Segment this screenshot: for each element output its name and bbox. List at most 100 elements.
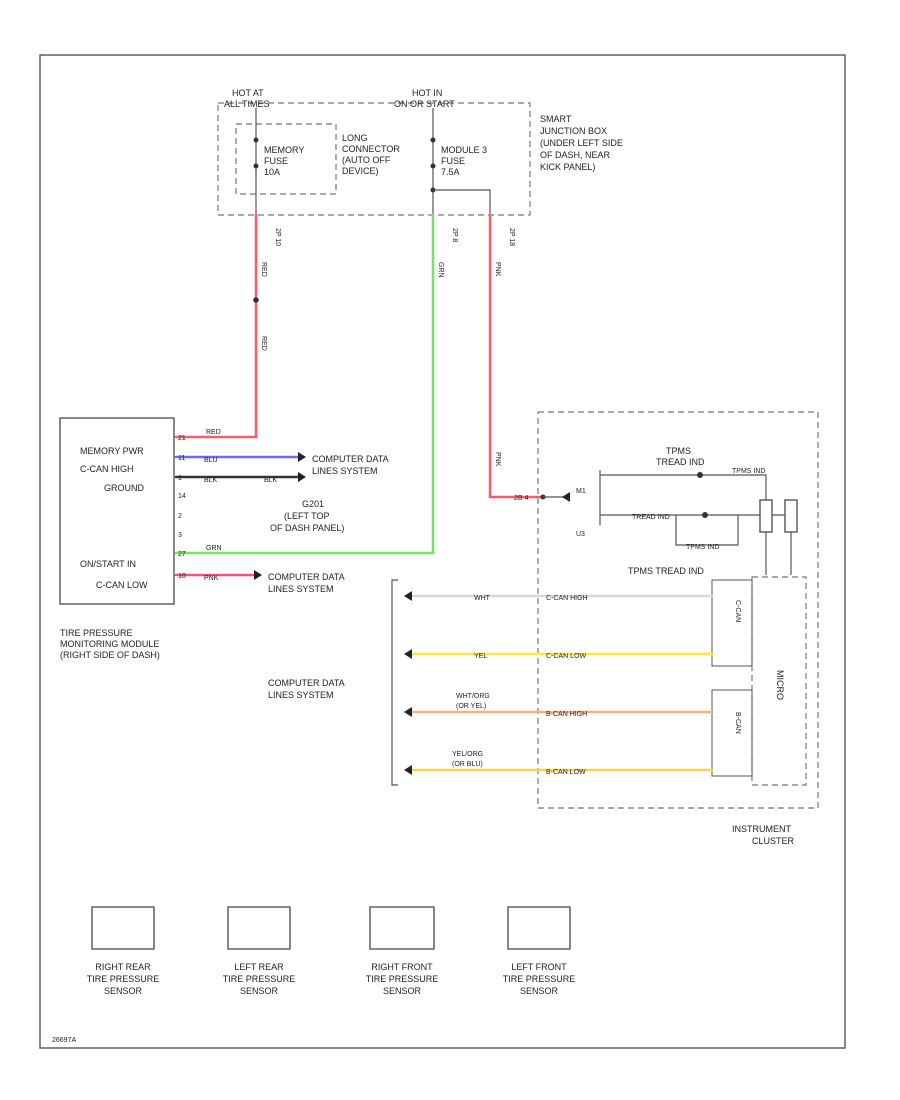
smart-junction-label: (UNDER LEFT SIDE — [540, 138, 623, 148]
wire-label-red: RED — [206, 429, 221, 436]
led-icon — [697, 472, 703, 478]
ground-label: OF DASH PANEL) — [270, 523, 344, 533]
wire-label-pnk: PNK — [494, 452, 501, 467]
tread-loop-line — [675, 515, 739, 546]
module-pin-row: ON/START IN — [80, 559, 136, 569]
tpms-module-title: (RIGHT SIDE OF DASH) — [60, 650, 160, 660]
sensor-label: RIGHT REAR — [95, 962, 151, 972]
memory-fuse-rating: 10A — [264, 167, 280, 177]
wire-label-wht: WHT — [474, 595, 491, 602]
module3-fuse-label: FUSE — [441, 156, 465, 166]
sensor-label: LEFT REAR — [234, 962, 284, 972]
module-pin-number: 11 — [178, 455, 185, 462]
sensor-label: SENSOR — [240, 986, 279, 996]
pin-label: 2P 8 — [451, 228, 458, 242]
micro-block — [751, 576, 807, 786]
cluster-line-label: TPMS IND — [686, 544, 719, 551]
module-pin-row: MEMORY PWR — [80, 446, 144, 456]
tpms-ind-line — [600, 474, 767, 500]
sensor-box — [369, 906, 435, 950]
bracket — [391, 579, 398, 786]
arrow-icon — [404, 591, 412, 601]
red-wire — [174, 213, 258, 439]
arrow-icon — [404, 765, 412, 775]
module-pin-number: 10 — [178, 573, 186, 580]
hot-at-all-times-2: ALL TIMES — [224, 99, 270, 109]
cluster-pin: U3 — [576, 531, 585, 538]
module3-branch-line — [433, 189, 491, 214]
tpms-tread-label: TPMS — [666, 446, 691, 456]
long-connector-label: CONNECTOR — [342, 144, 400, 154]
sensor-box — [507, 906, 571, 950]
module-pin-row: C-CAN LOW — [96, 580, 148, 590]
b-can-label: B-CAN — [734, 712, 741, 734]
tire-sensors: RIGHT REAR TIRE PRESSURE SENSOR LEFT REA… — [87, 906, 575, 996]
smart-junction-label: KICK PANEL) — [540, 162, 595, 172]
cluster-line-label: TPMS IND — [732, 468, 765, 475]
memory-fuse-label: FUSE — [264, 156, 288, 166]
can-lines: COMPUTER DATA LINES SYSTEM WHT C-CAN HIG… — [268, 579, 714, 786]
resistor-icon — [784, 499, 798, 533]
ground-label: G201 — [302, 499, 324, 509]
module3-fuse-label: MODULE 3 — [441, 145, 487, 155]
module-pin-number: 1 — [178, 475, 182, 482]
hot-in-on-start-1: HOT IN — [412, 88, 442, 98]
cluster-line-label: TREAD IND — [632, 514, 670, 521]
smart-junction-label: SMART — [540, 114, 572, 124]
long-connector-outline — [235, 123, 337, 195]
hot-in-on-start-2: ON OR START — [394, 99, 455, 109]
long-connector-label: (AUTO OFF — [342, 155, 391, 165]
sensor-label: LEFT FRONT — [511, 962, 567, 972]
module3-fuse-dot — [430, 137, 436, 143]
sensor-label: RIGHT FRONT — [371, 962, 433, 972]
module-pin-row: GROUND — [104, 483, 144, 493]
pin-label: 2P 10 — [274, 228, 281, 246]
junction-box-outline — [217, 102, 531, 216]
module-pin-number: 3 — [178, 532, 182, 539]
wire-label-grn: GRN — [206, 545, 222, 552]
resistor-lead — [765, 532, 792, 575]
tpms-module-title: MONITORING MODULE — [60, 639, 159, 649]
b-can-block — [711, 689, 753, 777]
data-lines-label-left: COMPUTER DATA — [268, 678, 345, 688]
wire-label-wht-org: WHT/ORG — [456, 693, 490, 700]
arrow-icon — [298, 452, 306, 462]
sensor-label: SENSOR — [104, 986, 143, 996]
tpms-tread-label: TREAD IND — [656, 457, 705, 467]
data-lines-label-top: COMPUTER DATA — [312, 454, 389, 464]
arrow-icon — [404, 649, 412, 659]
wire-label-wht-org: (OR YEL) — [456, 703, 486, 710]
smart-junction-label: JUNCTION BOX — [540, 126, 607, 136]
data-lines-label-top: LINES SYSTEM — [312, 466, 378, 476]
can-label: B-CAN LOW — [546, 769, 586, 776]
wire-label-blk: BLK — [264, 477, 278, 484]
c-can-block — [711, 579, 753, 667]
ground-label: (LEFT TOP — [284, 511, 330, 521]
hot-at-all-times-1: HOT AT — [232, 88, 264, 98]
arrow-icon — [298, 472, 306, 482]
module-pin-row: C-CAN HIGH — [80, 464, 134, 474]
diagram-code: 26697A — [52, 1037, 76, 1044]
memory-fuse-label: MEMORY — [264, 145, 304, 155]
module3-fuse-rating: 7.5A — [441, 167, 460, 177]
long-connector-label: DEVICE) — [342, 166, 379, 176]
module-pin-number: 14 — [178, 493, 186, 500]
data-lines-label-left: LINES SYSTEM — [268, 690, 334, 700]
module-pin-number: 27 — [178, 551, 186, 558]
c-can-label: C-CAN — [734, 600, 741, 622]
micro-label: MICRO — [775, 670, 785, 700]
wire-label-pnk: PNK — [494, 262, 501, 277]
wire-label-grn: GRN — [437, 262, 444, 278]
memory-fuse-dot — [253, 137, 259, 143]
arrow-icon — [562, 492, 570, 502]
splice-dot — [253, 297, 259, 303]
smart-junction-block: HOT AT ALL TIMES HOT IN ON OR START MEMO… — [217, 88, 623, 246]
sensor-label: SENSOR — [520, 986, 559, 996]
memory-fuse-dot — [253, 163, 259, 169]
data-lines-label-bottom: COMPUTER DATA — [268, 572, 345, 582]
wire-label-blk: BLK — [204, 477, 218, 484]
wire-label-pnk: PNK — [204, 575, 219, 582]
cluster-title: INSTRUMENT — [732, 824, 791, 834]
tpms-tread-lower-label: TPMS TREAD IND — [628, 566, 704, 576]
